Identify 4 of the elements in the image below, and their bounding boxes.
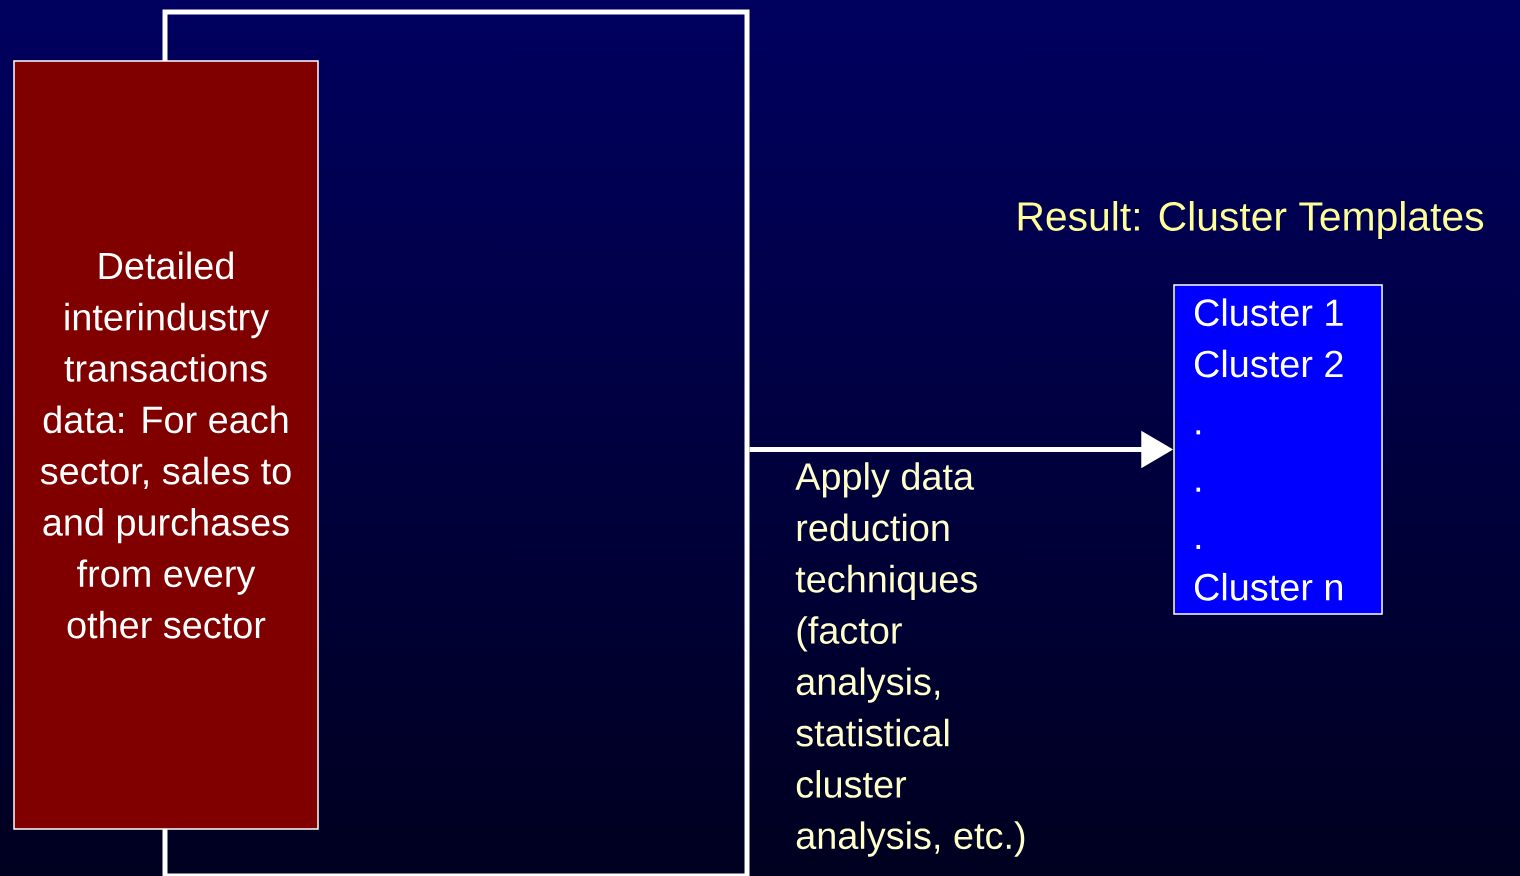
heading: Result: Cluster Templates [1018,200,1484,240]
data-box: Detailed interindustry transactions data: For each sector, sales to and purchases from every other sector [13,60,319,830]
edge-label: Apply data reduction techniques (factor analysis, statistical cluster analysis, etc.) [795,462,1025,857]
cluster-box: Cluster 1 Cluster 2 . . . Cluster n [1173,284,1383,615]
